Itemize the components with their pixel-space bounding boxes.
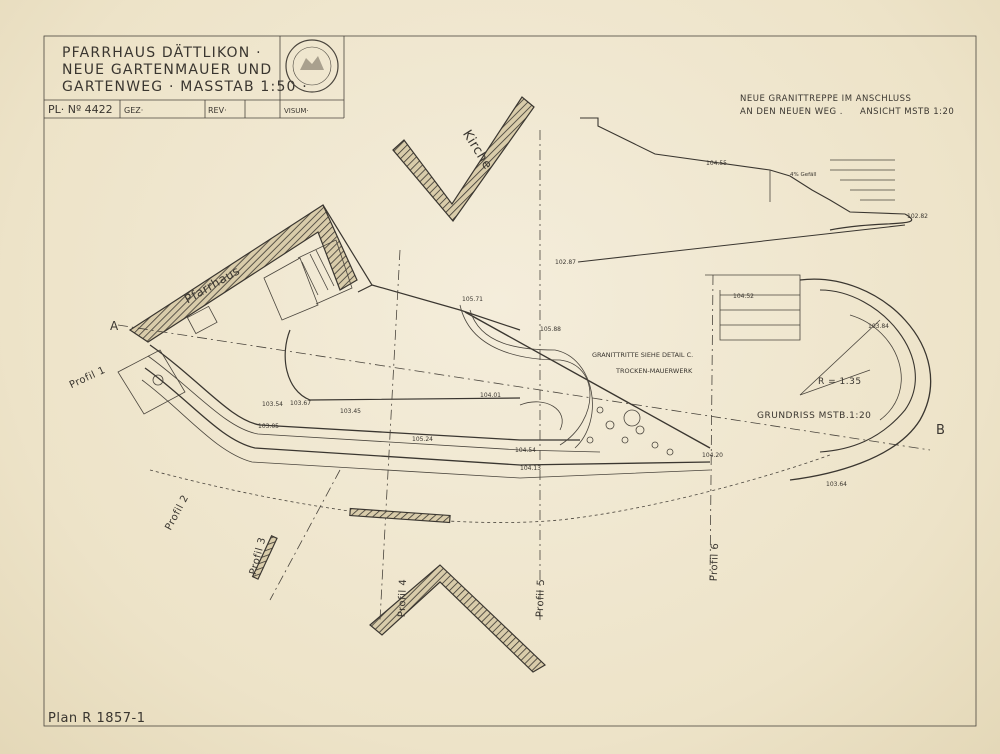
church-wall-top	[392, 96, 535, 222]
label-point-b: B	[936, 423, 945, 438]
label-profil-1: Profil 1	[68, 365, 108, 391]
level-4: 104.52	[733, 293, 754, 300]
level-14: 103.84	[868, 323, 889, 330]
level-5: 105.88	[540, 326, 561, 333]
level-3: 102.87	[555, 259, 576, 266]
garden-paths	[141, 284, 831, 523]
label-trockenmauerwerk: TROCKEN-MAUERWERK	[615, 367, 693, 375]
stair-plan-detail: R = 1.35 GRUNDRISS MSTB.1:20	[705, 274, 932, 481]
level-11: 104.01	[480, 392, 501, 399]
level-10: 105.71	[462, 296, 483, 303]
drawn-by: GEZ·	[124, 106, 143, 115]
level-16: 103.05	[258, 423, 279, 430]
level-annotations: 104.55 102.82 102.87 104.52 105.88 104.5…	[258, 160, 928, 488]
plan-number: PL· Nº 4422	[48, 103, 113, 116]
profile-marker-3	[349, 507, 451, 524]
label-profil-4: Profil 4	[397, 579, 409, 618]
label-granittritte: GRANITTRITTE SIEHE DETAIL C.	[592, 351, 693, 359]
label-profil-5: Profil 5	[535, 579, 547, 618]
visum: VISUM·	[284, 107, 309, 115]
title-line-1: PFARRHAUS DÄTTLIKON ·	[62, 43, 262, 61]
level-6: 104.54	[515, 447, 536, 454]
title-line-2: NEUE GARTENMAUER UND	[62, 62, 272, 78]
level-13: 104.20	[702, 452, 723, 459]
level-9: 105.24	[412, 436, 433, 443]
profile-marker-4	[251, 534, 278, 580]
level-17: 103.45	[340, 408, 361, 415]
level-2: 102.82	[907, 213, 928, 220]
revision: REV·	[208, 106, 227, 115]
title-block: PFARRHAUS DÄTTLIKON · NEUE GARTENMAUER U…	[44, 36, 345, 119]
level-15: 103.54	[262, 401, 283, 408]
label-ansicht: ANSICHT MSTB 1:20	[860, 107, 954, 117]
level-8: 103.67	[290, 400, 311, 407]
church-wall-bottom	[369, 564, 546, 673]
title-line-3: GARTENWEG · MASSTAB 1:50 ·	[62, 79, 308, 95]
dry-masonry-area	[586, 406, 674, 456]
detail-title-1: NEUE GRANITTREPPE IM ANSCHLUSS	[740, 94, 911, 104]
level-12: 104.13	[520, 465, 541, 472]
level-1: 104.55	[706, 160, 727, 167]
section-lines	[117, 130, 931, 621]
detail-title-2: AN DEN NEUEN WEG .	[740, 107, 843, 117]
archive-number: Plan R 1857-1	[48, 711, 146, 726]
pfarrhaus-building: Pfarrhaus	[128, 204, 373, 343]
label-point-a: A	[110, 319, 119, 333]
label-grundriss: GRUNDRISS MSTB.1:20	[757, 411, 871, 421]
sheet-border	[43, 35, 977, 727]
label-profil-6: Profil 6	[709, 543, 721, 582]
stair-elevation-detail: NEUE GRANITTREPPE IM ANSCHLUSS AN DEN NE…	[577, 94, 954, 263]
label-gefaell: 4% Gefäll	[790, 172, 817, 178]
label-radius: R = 1.35	[818, 377, 862, 387]
label-profil-2: Profil 2	[163, 493, 191, 532]
well-marker	[152, 374, 164, 386]
small-building	[117, 349, 186, 415]
official-stamp	[285, 39, 339, 93]
level-7: 103.64	[826, 481, 847, 488]
